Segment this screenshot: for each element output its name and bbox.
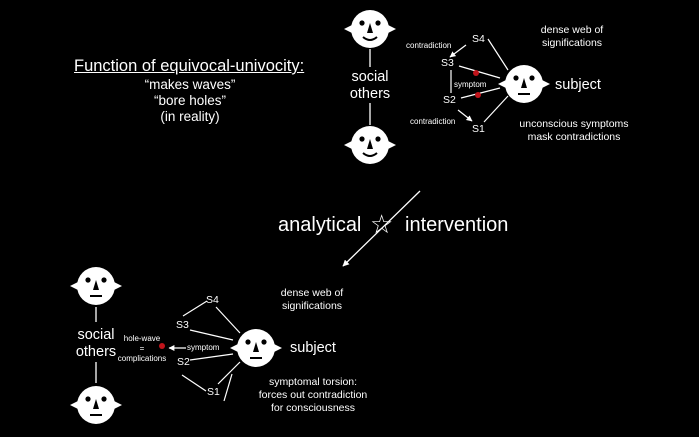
top-note-line2: mask contradictions [527, 131, 621, 143]
bottom-web-line2: significations [281, 300, 343, 312]
bottom-line-s3 [189, 329, 234, 341]
top-symptom-label: symptom [454, 80, 487, 89]
top-contradiction-upper-label: contradiction [406, 41, 452, 50]
top-web-line2: significations [541, 37, 603, 49]
bottom-web-line1: dense web of [280, 287, 344, 299]
bottom-subject-tail [223, 373, 233, 402]
bottom-s4-label: S4 [206, 294, 219, 306]
bottom-left-other-face-icon-lower [69, 385, 123, 425]
top-contradiction-arrow-upper [449, 44, 467, 58]
heading-line-makes-waves: “makes waves” [144, 77, 236, 92]
top-s1-label: S1 [472, 123, 485, 135]
star-icon: ☆ [370, 209, 394, 239]
top-contradiction-lower-label: contradiction [410, 117, 456, 126]
hole-wave-line2: = [139, 344, 145, 353]
bottom-line-s4 [215, 306, 241, 334]
top-s2-label: S2 [443, 94, 456, 106]
bottom-line-s2 [189, 353, 234, 361]
heading-title: Function of equivocal-univocity: [74, 57, 305, 75]
bottom-note-line3: for consciousness [270, 402, 356, 414]
top-s4-label: S4 [472, 33, 485, 45]
bottom-others-label: others [75, 344, 117, 360]
bottom-social-label: social [77, 327, 115, 343]
bottom-s1-label: S1 [207, 386, 220, 398]
heading-line-in-reality: (in reality) [160, 109, 220, 124]
bottom-symptom-dot [159, 343, 165, 349]
analytical-label: analytical [278, 214, 362, 236]
heading-line-bore-holes: “bore holes” [153, 93, 227, 108]
bottom-note-line1: symptomal torsion: [268, 376, 358, 388]
top-subject-face-icon [497, 64, 551, 104]
hole-wave-line1: hole-wave [123, 334, 161, 343]
intervention-arrow [342, 190, 421, 267]
top-line-s3 [458, 65, 501, 79]
top-other-face-icon [343, 9, 397, 49]
bottom-symptom-label: symptom [187, 343, 220, 352]
top-symptom-dot-upper [473, 70, 479, 76]
bottom-s2-label: S2 [177, 356, 190, 368]
top-symptom-dot-lower [475, 92, 481, 98]
top-note-line1: unconscious symptoms [519, 118, 629, 130]
bottom-other-face-icon [343, 125, 397, 165]
top-subject-label: subject [555, 77, 601, 93]
bottom-line-s1 [217, 361, 241, 385]
hole-wave-line3: complications [117, 354, 167, 363]
top-line-s1 [483, 95, 509, 123]
bottom-left-other-face-icon-upper [69, 266, 123, 306]
top-others-label: others [349, 86, 391, 102]
top-web-line1: dense web of [540, 24, 604, 36]
bottom-note-line2: forces out contradiction [258, 389, 368, 401]
bottom-subject-face-icon [229, 328, 283, 368]
top-line-s2 [460, 87, 501, 99]
bottom-s3-label: S3 [176, 319, 189, 331]
top-contradiction-arrow-lower [457, 109, 473, 122]
top-line-s4 [487, 38, 509, 71]
bottom-link-s4-s3 [182, 300, 208, 317]
intervention-label: intervention [405, 214, 509, 236]
bottom-subject-label: subject [290, 340, 336, 356]
top-social-label: social [351, 69, 389, 85]
top-s3-label: S3 [441, 57, 454, 69]
bottom-link-s1-s2 [181, 374, 207, 392]
